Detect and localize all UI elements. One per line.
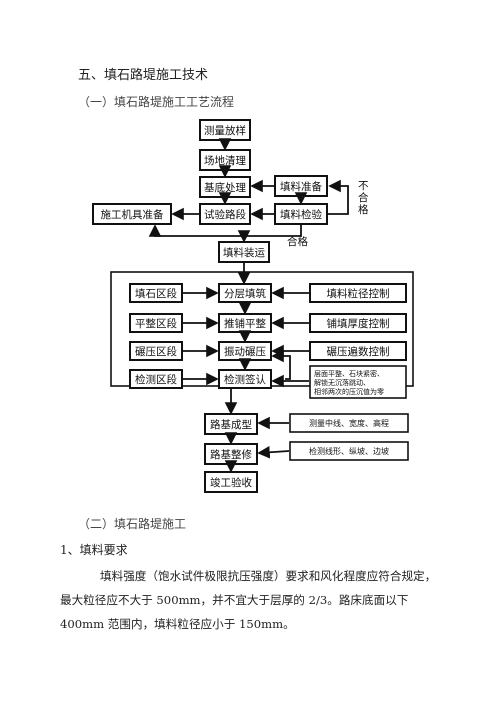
- subsection-heading-construction: （二）填石路堤施工: [78, 517, 187, 531]
- box-zone2: [129, 313, 183, 333]
- label-ctrl1: 填料粒径控制: [327, 287, 390, 300]
- label-zone4: 检测区段: [135, 373, 177, 386]
- label-ctrl4-line1: 层面平整、石块紧密、: [314, 369, 384, 378]
- label-ctrl2: 铺填厚度控制: [327, 317, 390, 330]
- label-load: 填料装运: [223, 246, 265, 259]
- label-trim: 路基整修: [210, 448, 252, 461]
- label-survey: 测量放样: [204, 124, 246, 137]
- box-ctrl1: [309, 283, 407, 303]
- label-check: 填料检验: [280, 208, 322, 221]
- label-ctrl4-line2: 解锁无沉落跳动、: [314, 378, 370, 387]
- label-ctrl4-line3: 相邻两次的压沉值为零: [314, 387, 384, 396]
- label-pass: 合格: [287, 235, 308, 248]
- box-ctrl3: [309, 341, 407, 361]
- label-base: 基底处理: [204, 181, 246, 194]
- box-zone1: [129, 283, 183, 303]
- label-form: 路基成型: [210, 418, 252, 431]
- label-step4: 检测签认: [224, 373, 266, 386]
- label-zone3: 碾压区段: [135, 345, 177, 358]
- box-machine: [92, 203, 172, 225]
- label-clear: 场地清理: [204, 154, 246, 167]
- label-trim-note: 检测线形、纵坡、边坡: [309, 446, 389, 456]
- label-prep: 填料准备: [280, 180, 322, 193]
- box-ctrl2: [309, 313, 407, 333]
- box-zone3: [129, 341, 183, 361]
- label-trial: 试验路段: [204, 208, 246, 221]
- label-step1: 分层填筑: [224, 287, 266, 300]
- label-fail-2: 合: [358, 191, 369, 204]
- box-zone4: [129, 369, 183, 389]
- label-zone2: 平整区段: [135, 317, 177, 330]
- label-step2: 推铺平整: [224, 317, 266, 330]
- label-ctrl3: 碾压遍数控制: [327, 345, 390, 358]
- label-zone1: 填石区段: [135, 287, 177, 300]
- requirement-paragraph: 填料强度（饱水试件极限抗压强度）要求和风化程度应符合规定，最大粒径应不大于 50…: [60, 569, 437, 631]
- box-form-note: [289, 413, 409, 433]
- section-heading: 五、填石路堤施工技术: [78, 68, 209, 83]
- label-machine: 施工机具准备: [101, 208, 164, 221]
- label-fail-3: 格: [358, 203, 369, 216]
- label-step3: 振动碾压: [224, 345, 266, 358]
- label-accept: 竣工验收: [210, 476, 252, 489]
- box-ctrl4: [309, 365, 407, 399]
- box-trim-note: [289, 441, 409, 461]
- subsection-heading-process: （一）填石路堤施工工艺流程: [78, 95, 235, 109]
- label-form-note: 测量中线、宽度、高程: [309, 418, 389, 428]
- label-fail-1: 不: [358, 180, 369, 192]
- item-heading: 1、填料要求: [60, 543, 128, 557]
- flow-connectors: [148, 138, 349, 473]
